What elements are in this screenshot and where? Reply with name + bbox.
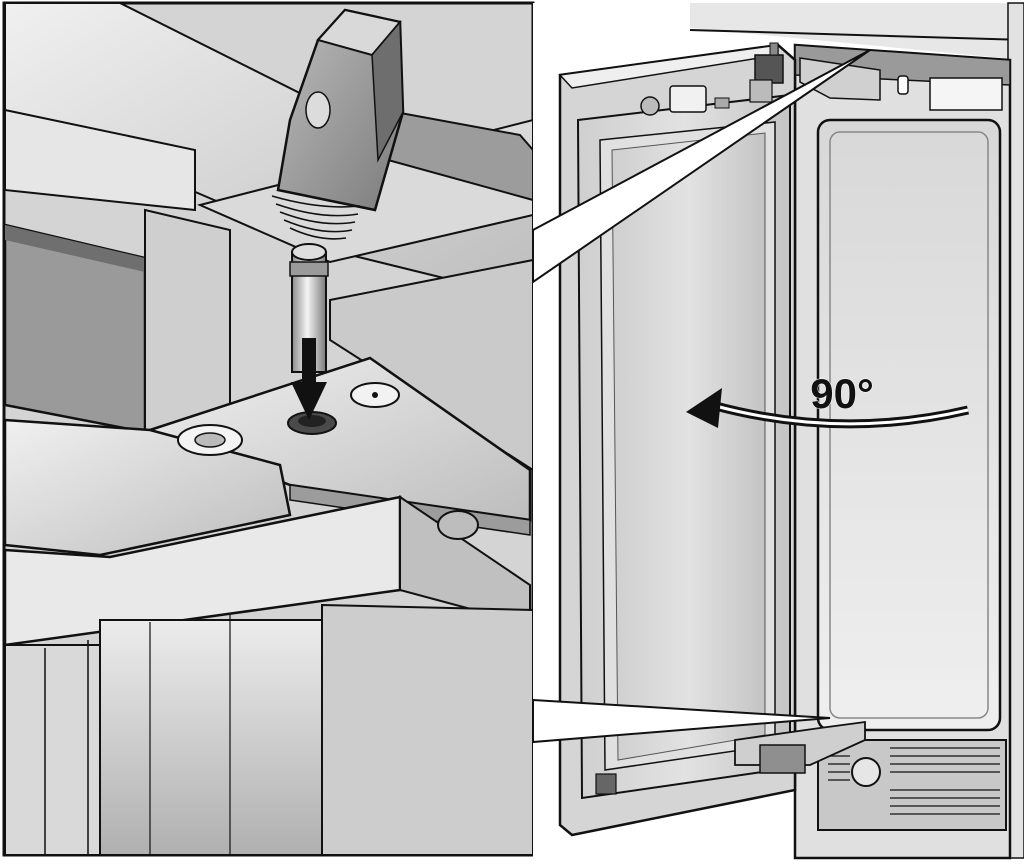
impact-lines (271, 195, 361, 240)
down-arrow-icon (291, 338, 327, 420)
rotation-arrow-icon (686, 388, 970, 429)
angle-label: 90° (810, 370, 874, 417)
hammer-icon (276, 8, 534, 212)
callout-lines (532, 49, 871, 744)
hinge-detail-panel (2, 1, 535, 857)
